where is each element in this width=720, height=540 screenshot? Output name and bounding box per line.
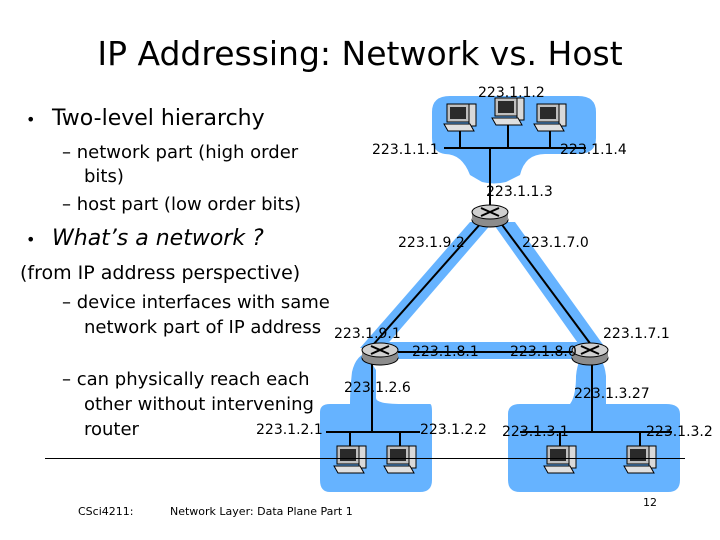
addr-223-1-8-1: 223.1.8.1: [412, 344, 479, 360]
addr-223-1-1-2: 223.1.1.2: [478, 85, 545, 101]
paren-perspective: (from IP address perspective): [20, 262, 301, 284]
sub-device-interfaces: – device interfaces with same network pa…: [62, 292, 330, 338]
bullet-icon: •: [26, 109, 36, 129]
addr-223-1-7-0: 223.1.7.0: [522, 235, 589, 251]
bullet-two-level: •Two-level hierarchy: [26, 106, 265, 131]
addr-223-1-9-2: 223.1.9.2: [398, 235, 465, 251]
addr-223-1-8-0: 223.1.8.0: [510, 344, 577, 360]
links-triangle: [371, 221, 593, 353]
addr-223-1-2-1: 223.1.2.1: [256, 422, 323, 438]
sub-host-part: – host part (low order bits): [62, 194, 302, 215]
slide-title: IP Addressing: Network vs. Host: [97, 34, 623, 73]
addr-223-1-3-27: 223.1.3.27: [574, 386, 650, 402]
network-blob-bottom-right: [508, 350, 680, 492]
router-icon: [471, 204, 509, 228]
addr-223-1-7-1: 223.1.7.1: [603, 326, 670, 342]
addr-223-1-9-1: 223.1.9.1: [334, 326, 401, 342]
host-computer-icon: [623, 445, 657, 474]
addr-223-1-1-3: 223.1.1.3: [486, 184, 553, 200]
footer-course: CSci4211:: [78, 505, 134, 518]
sub-physically-reach: – can physically reach each other withou…: [62, 369, 314, 440]
addr-223-1-3-2: 223.1.3.2: [646, 424, 713, 440]
addr-223-1-1-4: 223.1.1.4: [560, 142, 627, 158]
router-icon: [361, 342, 399, 366]
addr-223-1-1-1: 223.1.1.1: [372, 142, 439, 158]
host-computer-icon: [543, 445, 577, 474]
host-computer-icon: [333, 445, 367, 474]
ethernet-bottom-left: [326, 362, 420, 450]
host-computer-icon: [443, 103, 477, 132]
router-icon: [571, 342, 609, 366]
network-link-right-blob: [492, 222, 604, 346]
bullet-whats-network: •What’s a network ?: [26, 226, 264, 251]
host-computer-icon: [533, 103, 567, 132]
host-computer-icon: [491, 97, 525, 126]
host-computer-icon: [383, 445, 417, 474]
footer-divider: [45, 458, 685, 459]
network-link-bottom-blob: [372, 342, 594, 359]
bullet-icon: •: [26, 229, 36, 249]
addr-223-1-2-2: 223.1.2.2: [420, 422, 487, 438]
footer-topic: Network Layer: Data Plane Part 1: [170, 505, 353, 518]
sub-network-part: – network part (high order bits): [62, 142, 299, 187]
page-number: 12: [643, 496, 657, 509]
addr-223-1-2-6: 223.1.2.6: [344, 380, 411, 396]
ethernet-top: [444, 120, 586, 210]
addr-223-1-3-1: 223.1.3.1: [502, 424, 569, 440]
